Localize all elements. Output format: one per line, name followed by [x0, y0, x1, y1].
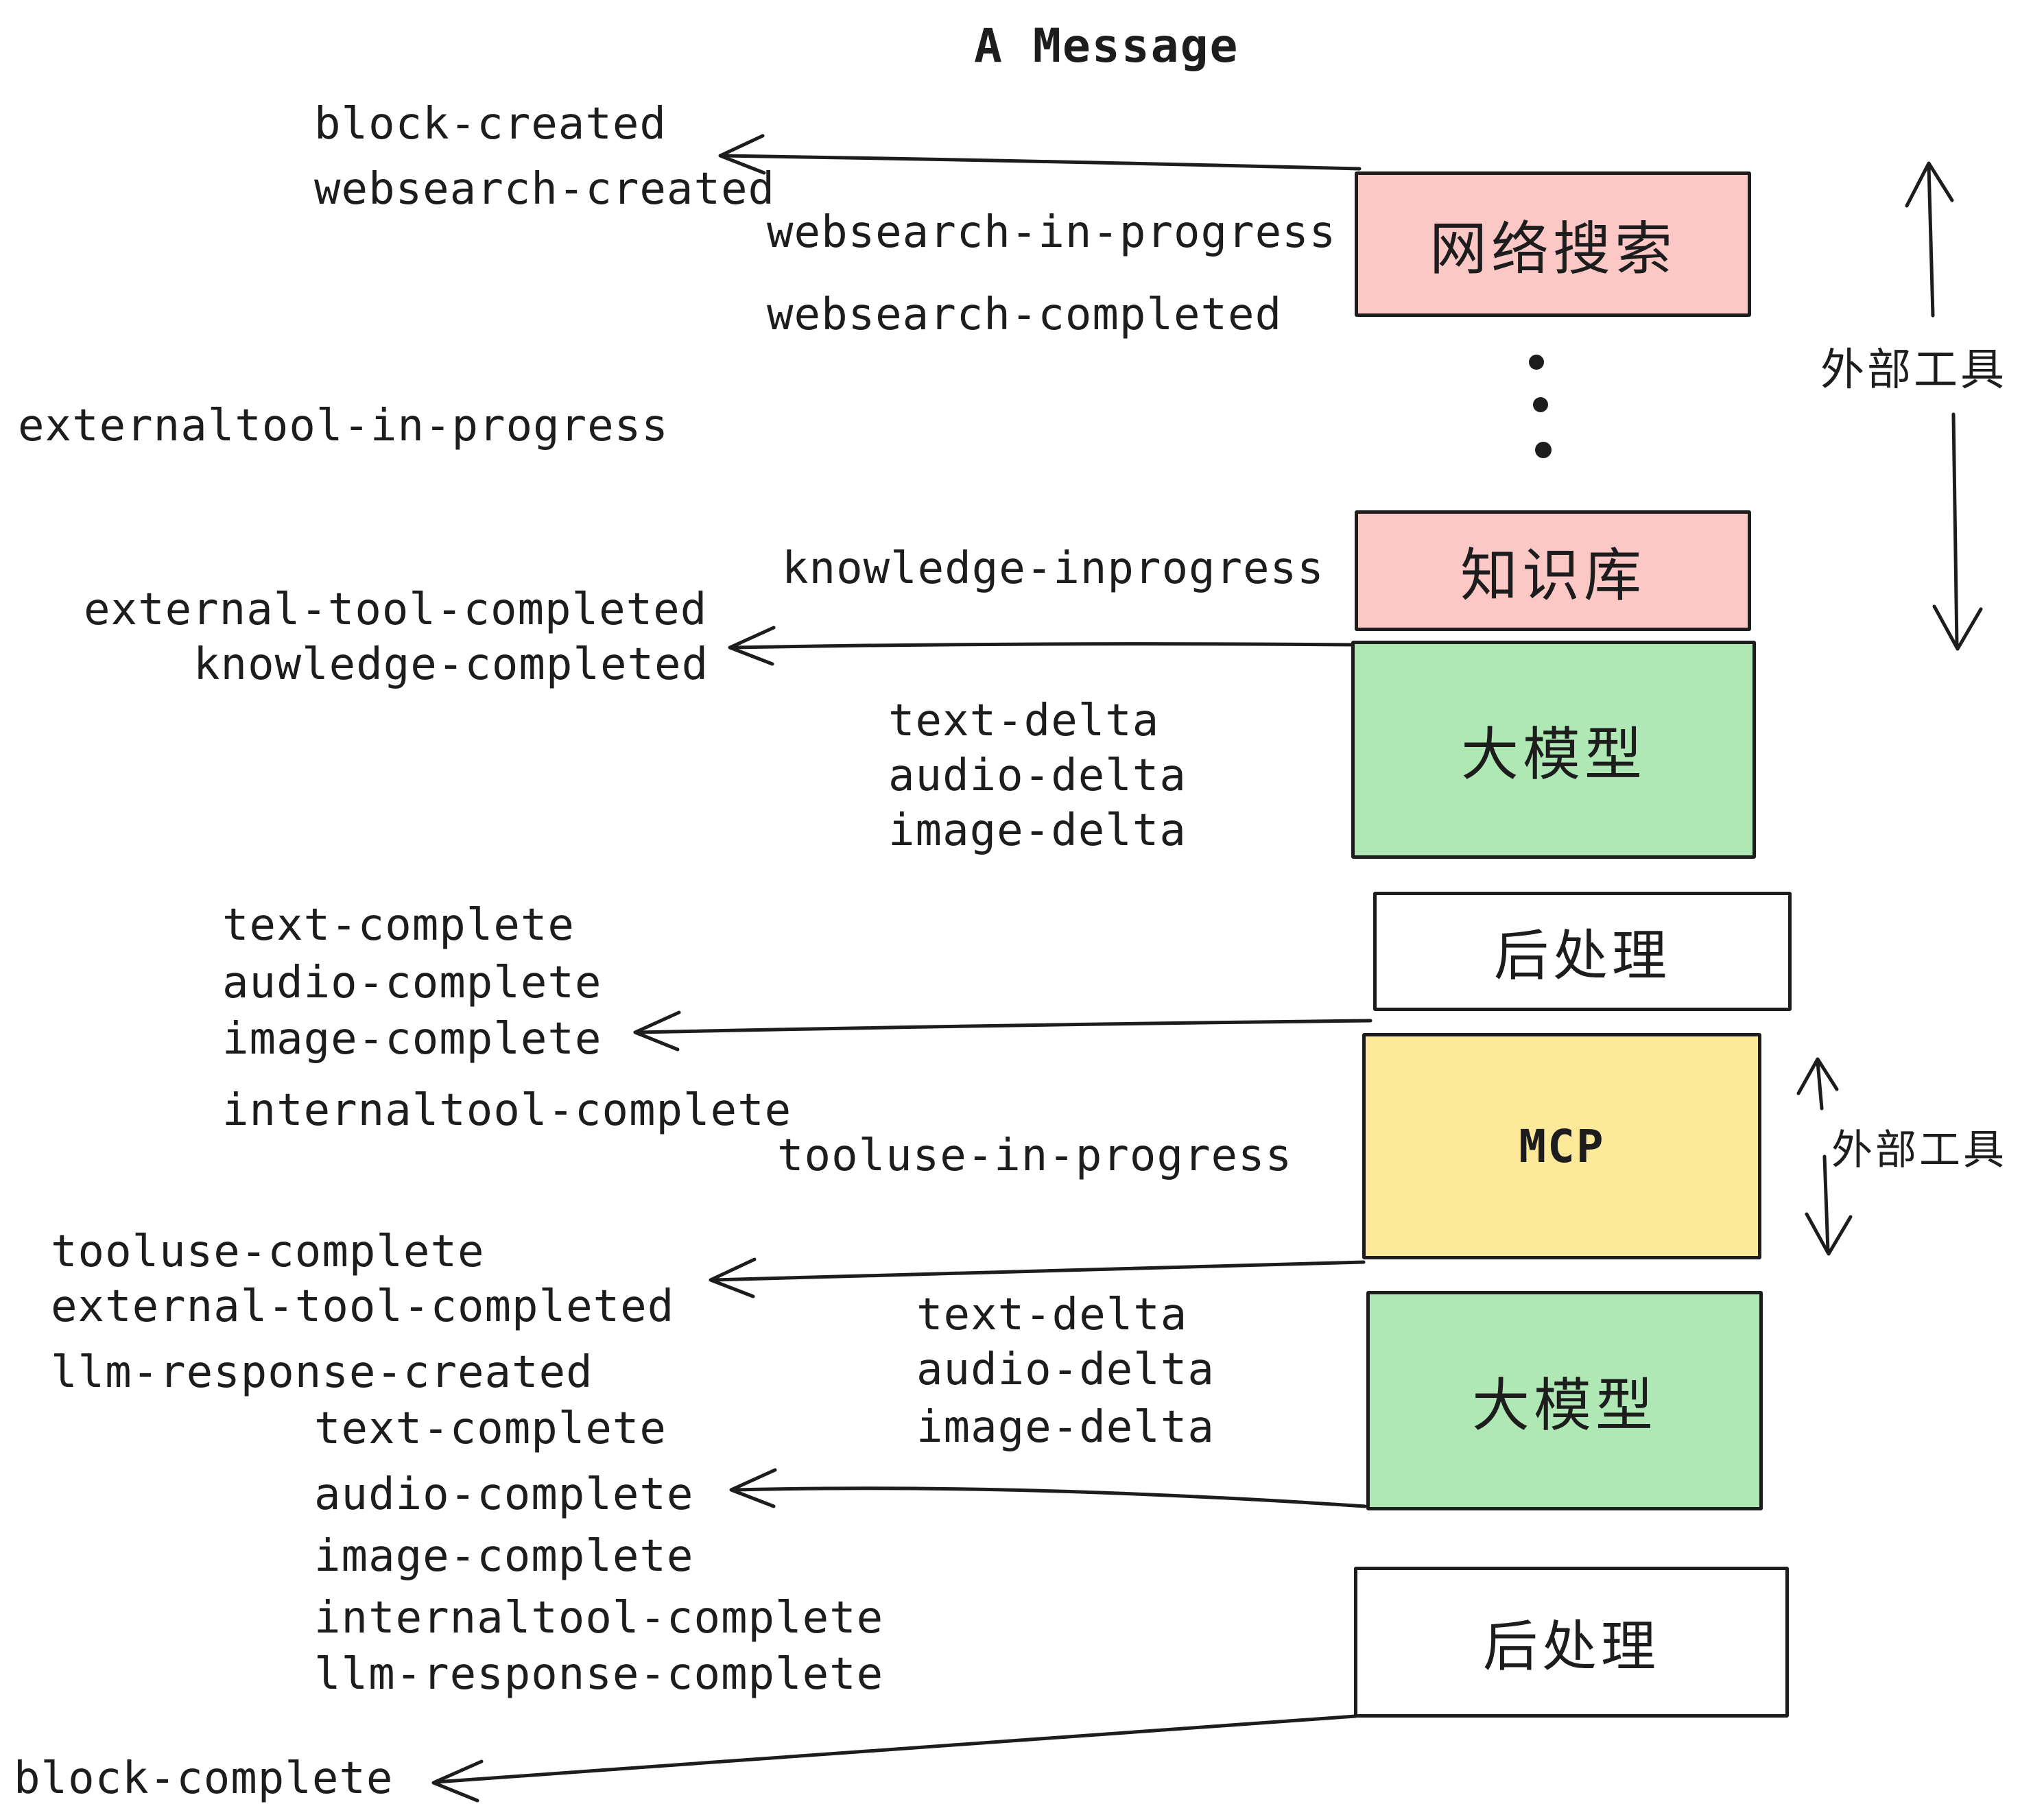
event-label-text-complete-1: text-complete — [222, 900, 575, 951]
event-label-external-tool-completed-2: external-tool-completed — [51, 1281, 675, 1332]
box-postprocess-1: 后处理 — [1373, 892, 1792, 1011]
event-label-tooluse-in-progress: tooluse-in-progress — [777, 1130, 1293, 1181]
event-label-image-delta-1: image-delta — [888, 805, 1187, 856]
event-label-image-delta-2: image-delta — [916, 1402, 1215, 1453]
event-label-block-complete: block-complete — [14, 1753, 394, 1804]
event-label-external-tool-completed-1: external-tool-completed — [84, 584, 708, 635]
event-label-knowledge-inprogress: knowledge-inprogress — [782, 543, 1324, 594]
event-label-audio-complete-2: audio-complete — [314, 1469, 694, 1520]
event-label-text-delta-2: text-delta — [916, 1290, 1188, 1340]
box-mcp-label: MCP — [1519, 1119, 1605, 1173]
event-label-knowledge-completed: knowledge-completed — [193, 639, 709, 690]
external-tools-up-arrow-2 — [1796, 1057, 1839, 1111]
box-llm-1-label: 大模型 — [1460, 720, 1646, 788]
box-postprocess-2: 后处理 — [1354, 1567, 1789, 1718]
event-label-image-complete-1: image-complete — [222, 1014, 602, 1065]
arrow-to-audio-complete-2 — [729, 1468, 1367, 1508]
event-label-audio-delta-1: audio-delta — [888, 750, 1187, 801]
box-postprocess-1-label: 后处理 — [1494, 924, 1671, 988]
ellipsis-dots — [1529, 355, 1552, 458]
external-tools-down-arrow-1 — [1932, 412, 1983, 651]
event-label-image-complete-2: image-complete — [314, 1531, 694, 1582]
arrow-to-image-complete — [633, 1010, 1372, 1052]
box-llm-2: 大模型 — [1366, 1291, 1763, 1510]
event-label-internaltool-complete-1: internaltool-complete — [222, 1085, 792, 1136]
box-knowledge-label: 知识库 — [1460, 541, 1645, 609]
arrow-to-block-complete — [431, 1714, 1357, 1803]
event-label-internaltool-complete-2: internaltool-complete — [314, 1593, 884, 1643]
arrow-to-knowledge-completed — [728, 626, 1359, 666]
event-label-text-complete-2: text-complete — [314, 1403, 667, 1454]
event-label-websearch-created: websearch-created — [314, 164, 776, 215]
box-knowledge: 知识库 — [1355, 510, 1751, 631]
event-label-websearch-in-progress: websearch-in-progress — [767, 207, 1337, 258]
arrow-to-block-created — [718, 134, 1362, 175]
event-label-tooluse-complete: tooluse-complete — [51, 1226, 485, 1277]
box-websearch-label: 网络搜索 — [1429, 215, 1676, 283]
event-label-text-delta-1: text-delta — [888, 696, 1160, 746]
box-postprocess-2-label: 后处理 — [1483, 1615, 1660, 1678]
box-websearch: 网络搜索 — [1355, 171, 1751, 317]
external-tools-label-1: 外部工具 — [1820, 345, 2007, 396]
box-mcp: MCP — [1362, 1033, 1761, 1259]
external-tools-label-2: 外部工具 — [1831, 1126, 2007, 1174]
box-llm-1: 大模型 — [1351, 641, 1756, 859]
external-tools-up-arrow-1 — [1905, 161, 1954, 318]
event-label-llm-response-created: llm-response-created — [51, 1347, 593, 1398]
box-llm-2-label: 大模型 — [1471, 1371, 1657, 1439]
event-label-audio-complete-1: audio-complete — [222, 958, 602, 1008]
event-label-websearch-completed: websearch-completed — [767, 289, 1283, 340]
event-label-llm-response-complete: llm-response-complete — [314, 1649, 884, 1700]
event-label-audio-delta-2: audio-delta — [916, 1344, 1215, 1395]
event-label-block-created: block-created — [314, 99, 667, 150]
diagram-title: A Message — [974, 19, 1239, 73]
event-label-externaltool-in-progress: externaltool-in-progress — [18, 401, 669, 451]
